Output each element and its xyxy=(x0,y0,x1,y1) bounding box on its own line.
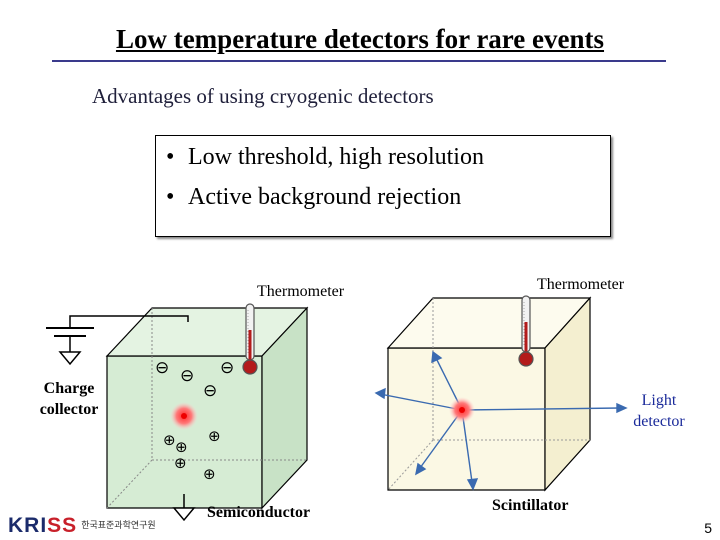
cube-hidden-edge xyxy=(106,459,153,509)
electron-icon: ⊖ xyxy=(220,358,234,378)
scintillator-cube xyxy=(386,296,592,492)
cube-hidden-edge xyxy=(387,439,434,491)
slide-subtitle: Advantages of using cryogenic detectors xyxy=(92,84,434,108)
charge-collector-label-line1: Charge xyxy=(43,380,95,397)
hole-icon: ⊕ xyxy=(163,431,176,449)
hole-icon: ⊕ xyxy=(208,427,221,445)
arrow-head-icon xyxy=(374,387,386,400)
electron-icon: ⊖ xyxy=(155,358,169,378)
right-thermometer-label: Thermometer xyxy=(537,276,625,293)
title-underline-rule xyxy=(52,60,666,62)
kriss-logo: KRISS 한국표준과학연구원 xyxy=(8,514,156,538)
scintillator-label: Scintillator xyxy=(492,497,569,514)
semiconductor-label: Semiconductor xyxy=(207,504,311,521)
ground-triangle-icon xyxy=(172,507,196,522)
left-thermometer-label: Thermometer xyxy=(257,283,345,300)
electron-charges: ⊖ ⊖ ⊖ ⊖ xyxy=(155,358,234,401)
advantages-box: • Low threshold, high resolution • Active … xyxy=(155,135,611,237)
arrow-head-icon xyxy=(415,462,427,476)
bullet-dot-icon: • xyxy=(166,144,175,170)
bullet-text: Low threshold, high resolution xyxy=(188,144,484,170)
light-detector-label-line2: detector xyxy=(633,413,685,430)
hole-charges: ⊕ ⊕ ⊕ ⊕ ⊕ xyxy=(163,427,221,483)
bullet-item: • Active background rejection xyxy=(166,184,461,211)
interaction-burst-icon xyxy=(170,402,198,430)
light-detector-label: Light detector xyxy=(624,390,694,432)
hole-icon: ⊕ xyxy=(174,454,187,472)
ground-triangle-icon xyxy=(58,351,82,366)
charge-collector-label: Charge collector xyxy=(34,378,104,420)
charge-collector-label-line2: collector xyxy=(39,401,99,418)
light-detector-label-line1: Light xyxy=(641,392,677,409)
bullet-dot-icon: • xyxy=(166,184,175,210)
hole-icon: ⊕ xyxy=(175,438,188,456)
electron-icon: ⊖ xyxy=(203,381,217,401)
logo-korean-text: 한국표준과학연구원 xyxy=(81,521,156,531)
thermometer-icon xyxy=(242,303,258,375)
thermometer-icon xyxy=(518,295,534,367)
bullet-item: • Low threshold, high resolution xyxy=(166,144,484,171)
arrow-head-icon xyxy=(616,402,628,414)
logo-wordmark: KRISS xyxy=(8,514,78,537)
interaction-burst-icon xyxy=(449,397,475,423)
arrow-head-icon xyxy=(431,350,443,364)
page-number: 5 xyxy=(704,520,712,536)
bullet-text: Active background rejection xyxy=(188,184,462,210)
cube-side-face xyxy=(261,306,308,510)
semiconductor-cube xyxy=(105,306,309,510)
electron-icon: ⊖ xyxy=(180,366,194,386)
ground-wire xyxy=(46,315,189,366)
bottom-ground xyxy=(172,494,196,522)
arrow-head-icon xyxy=(466,478,479,491)
hole-icon: ⊕ xyxy=(203,465,216,483)
slide-title: Low temperature detectors for rare event… xyxy=(115,24,605,54)
